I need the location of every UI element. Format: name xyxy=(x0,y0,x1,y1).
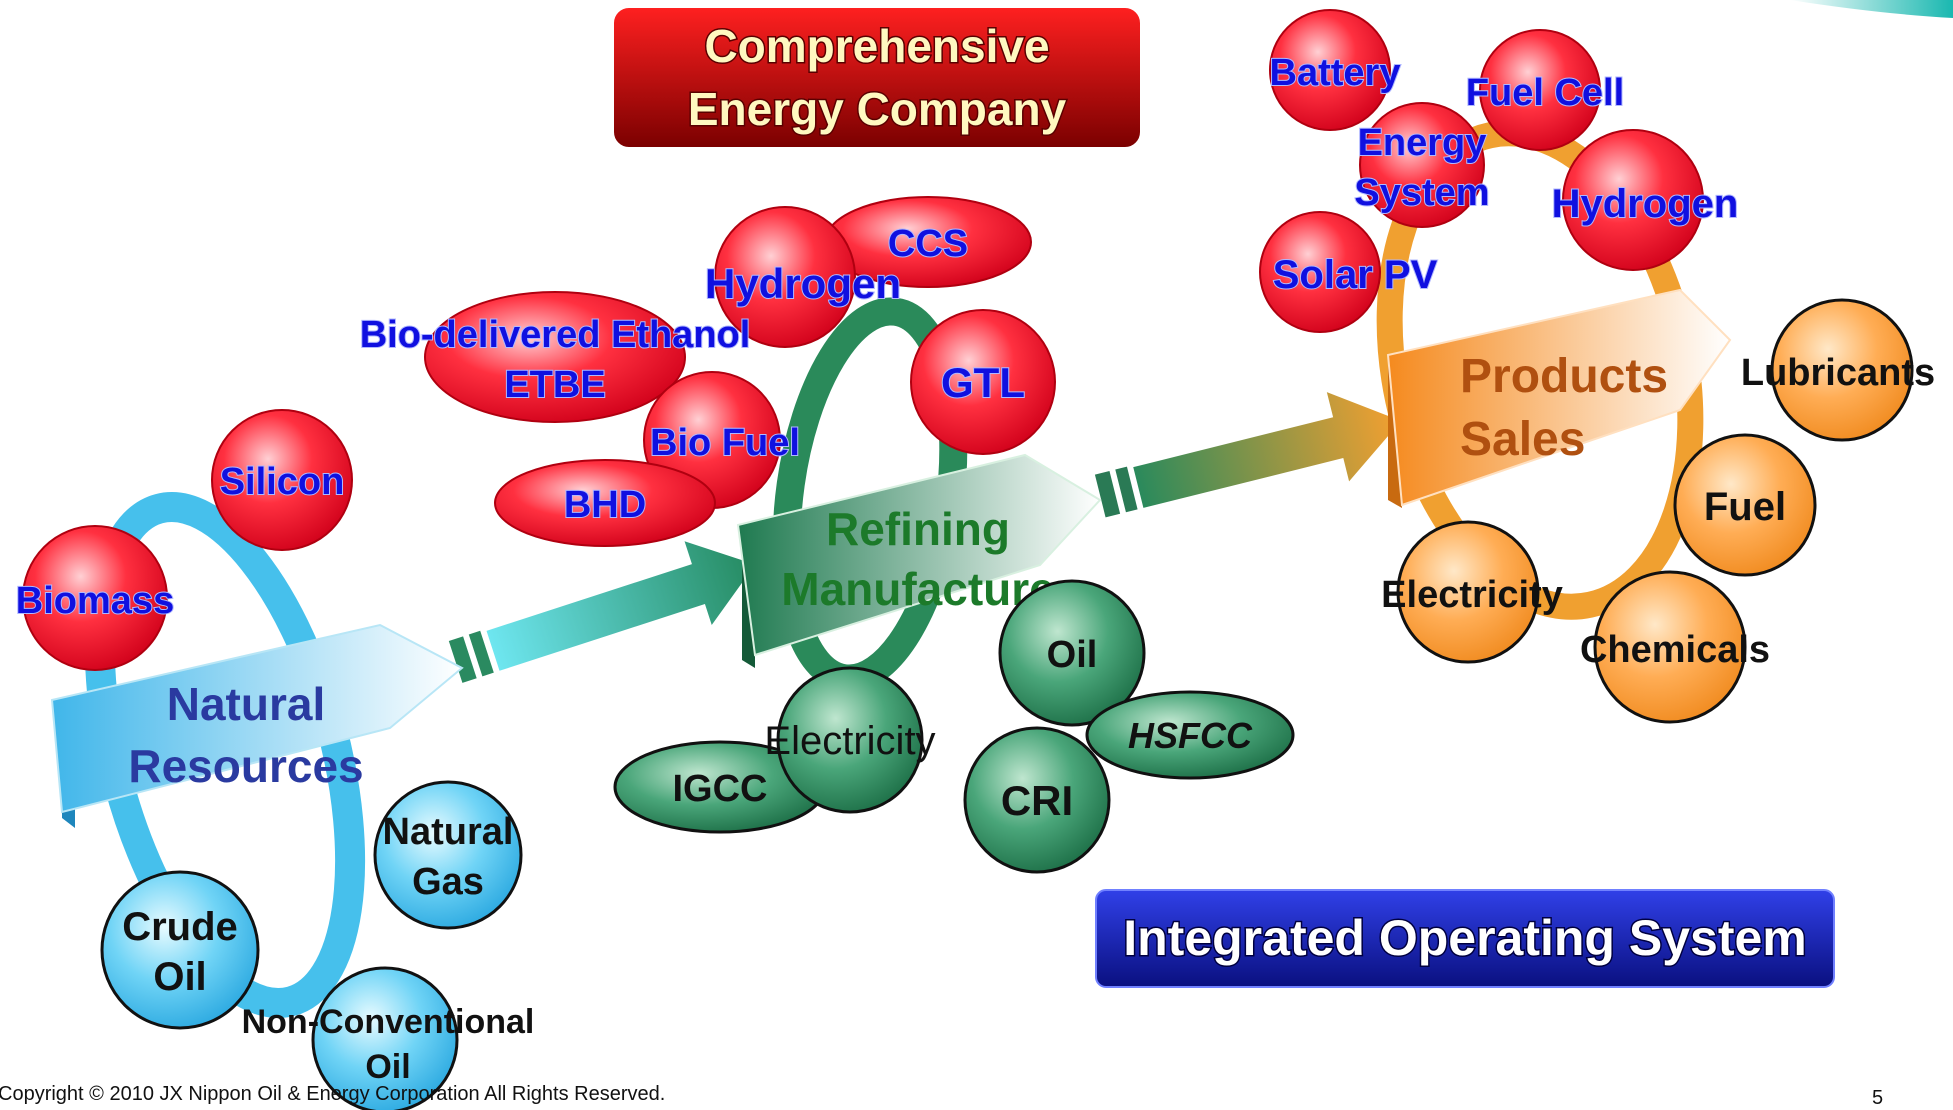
node-oil: Oil xyxy=(998,579,1146,727)
node-ccs: CCS xyxy=(824,196,1032,288)
natural-resources-label-1: Natural xyxy=(167,678,325,730)
node-fuel: Fuel xyxy=(1673,433,1817,577)
node-gtl-label: GTL xyxy=(941,359,1025,406)
node-crude-oil-label-1: Crude xyxy=(122,905,238,949)
node-oil-label: Oil xyxy=(1047,634,1098,676)
products-label-1: Products xyxy=(1460,350,1668,403)
node-natural-gas-label-2: Gas xyxy=(412,861,484,903)
node-non-conventional-label-1: Non-Conventional xyxy=(242,1003,535,1041)
arrow-refining-to-sales xyxy=(1094,392,1402,518)
node-solar-pv: Solar PV xyxy=(1259,211,1439,333)
refining-label-2: Manufacture xyxy=(781,563,1054,615)
node-crude-oil: Crude Oil xyxy=(100,870,260,1030)
node-energy-system-label-2: System xyxy=(1354,172,1489,214)
node-bio-fuel-label: Bio Fuel xyxy=(650,422,800,464)
node-cri: CRI xyxy=(963,726,1111,874)
header-line-2: Energy Company xyxy=(688,83,1067,135)
node-chemicals-label: Chemicals xyxy=(1580,629,1770,671)
node-bhd-label: BHD xyxy=(564,484,646,526)
refining-label-1: Refining xyxy=(826,503,1010,555)
node-refining-electricity-label: Electricity xyxy=(764,719,935,763)
node-lubricants: Lubricants xyxy=(1741,298,1935,442)
node-solar-pv-label: Solar PV xyxy=(1273,253,1438,297)
node-hsfcc: HSFCC xyxy=(1085,690,1295,780)
natural-resources-stage: Natural Resources xyxy=(50,623,464,828)
node-crude-oil-label-2: Oil xyxy=(153,955,206,999)
refining-stage: Refining Manufacture xyxy=(736,453,1102,668)
products-label-2: Sales xyxy=(1460,413,1585,466)
node-biomass: Biomass xyxy=(15,525,175,671)
node-natural-gas: Natural Gas xyxy=(373,780,523,930)
node-energy-system: Energy System xyxy=(1353,102,1491,228)
copyright-text: Copyright © 2010 JX Nippon Oil & Energy … xyxy=(0,1083,665,1105)
node-fuel-label: Fuel xyxy=(1704,485,1786,529)
header-line-1: Comprehensive xyxy=(704,20,1049,72)
node-biomass-label: Biomass xyxy=(16,580,174,622)
node-lubricants-label: Lubricants xyxy=(1741,352,1935,394)
node-bio-ethanol-label-2: ETBE xyxy=(504,364,605,406)
node-non-conventional-label-2: Oil xyxy=(365,1048,410,1086)
node-non-conventional-oil: Non-Conventional Oil xyxy=(242,966,535,1110)
header-box: Comprehensive Energy Company xyxy=(612,6,1142,149)
node-refining-hydrogen: Hydrogen xyxy=(704,206,902,348)
node-cri-label: CRI xyxy=(1001,777,1073,824)
corner-accent xyxy=(1790,0,1953,18)
node-battery-label: Battery xyxy=(1270,52,1401,94)
node-hsfcc-label: HSFCC xyxy=(1128,715,1253,756)
integrated-system-box: Integrated Operating System xyxy=(1095,889,1835,988)
node-battery: Battery xyxy=(1269,9,1401,131)
node-igcc-label: IGCC xyxy=(673,768,768,810)
node-fuel-cell-label: Fuel Cell xyxy=(1466,72,1624,114)
node-sales-electricity-label: Electricity xyxy=(1381,574,1563,616)
node-sales-hydrogen: Hydrogen xyxy=(1551,129,1739,271)
integrated-system-label: Integrated Operating System xyxy=(1123,910,1807,966)
node-ccs-label: CCS xyxy=(888,223,968,265)
arrow-resources-to-refining xyxy=(448,541,756,683)
node-sales-hydrogen-label: Hydrogen xyxy=(1552,182,1739,226)
node-bio-ethanol: Bio-delivered Ethanol ETBE xyxy=(359,291,751,423)
node-fuel-cell: Fuel Cell xyxy=(1465,29,1625,151)
node-silicon-label: Silicon xyxy=(220,461,345,503)
node-silicon: Silicon xyxy=(211,409,353,551)
node-natural-gas-label-1: Natural xyxy=(383,811,514,853)
products-stage: Products Sales xyxy=(1386,288,1732,508)
natural-resources-label-2: Resources xyxy=(128,740,363,792)
node-chemicals: Chemicals xyxy=(1580,570,1770,724)
node-refining-hydrogen-label: Hydrogen xyxy=(705,260,901,307)
node-energy-system-label-1: Energy xyxy=(1358,122,1487,164)
node-sales-electricity: Electricity xyxy=(1381,520,1563,664)
node-gtl: GTL xyxy=(910,309,1056,455)
node-bhd: BHD xyxy=(494,459,716,547)
node-bio-ethanol-label-1: Bio-delivered Ethanol xyxy=(360,314,751,356)
page-number: 5 xyxy=(1872,1087,1883,1109)
node-refining-electricity: Electricity xyxy=(764,666,936,814)
